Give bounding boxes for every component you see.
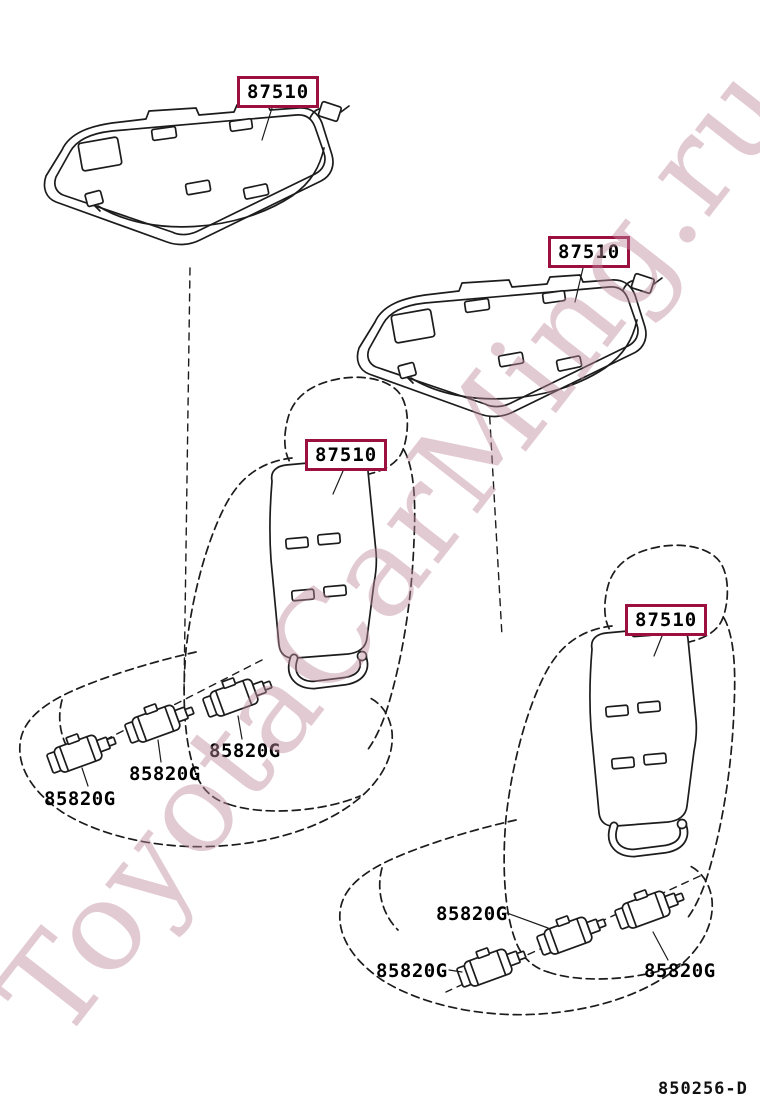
seat-switch-1 <box>42 721 121 778</box>
seat-switch-3 <box>198 665 277 722</box>
part-label-85820g-1[interactable]: 85820G <box>44 788 116 810</box>
leader-callout-4 <box>653 635 663 657</box>
part-label-85820g-3[interactable]: 85820G <box>209 740 281 762</box>
seat-switch-2 <box>120 691 199 748</box>
leader-callout-2 <box>574 267 584 303</box>
part-label-85820g-6[interactable]: 85820G <box>644 960 716 982</box>
leader-callout-1 <box>261 107 273 141</box>
cushion-heater-pad-left-art <box>43 100 350 246</box>
leader-switch-4 <box>448 969 463 973</box>
cushion-heater-pad-right-art <box>356 272 663 418</box>
part-callout-87510-4[interactable]: 87510 <box>625 604 708 636</box>
leader-switch-1 <box>81 767 89 787</box>
part-label-85820g-5[interactable]: 85820G <box>436 903 508 925</box>
seat-switch-5 <box>532 903 611 960</box>
leader-switch-6 <box>652 931 669 961</box>
leader-dashed-pad2-to-seat <box>488 403 503 637</box>
cushion-heater-pad-left <box>43 100 350 246</box>
seat-switch-3-art <box>198 665 277 722</box>
leader-switch-2 <box>157 739 162 763</box>
part-callout-87510-3[interactable]: 87510 <box>305 439 388 471</box>
leader-callout-3 <box>332 470 344 495</box>
part-callout-87510-1[interactable]: 87510 <box>237 76 320 108</box>
leader-switch-3 <box>237 715 243 740</box>
seat-switch-1-art <box>42 721 121 778</box>
cushion-heater-pad-right <box>356 272 663 418</box>
seat-switch-5-art <box>532 903 611 960</box>
diagram-code: 850256-D <box>658 1079 748 1099</box>
part-label-85820g-2[interactable]: 85820G <box>129 763 201 785</box>
part-label-85820g-4[interactable]: 85820G <box>376 960 448 982</box>
seat-switch-2-art <box>120 691 199 748</box>
leader-dashed-pad1-to-seat <box>183 267 191 691</box>
leader-switch-5 <box>506 912 549 929</box>
part-callout-87510-2[interactable]: 87510 <box>548 236 631 268</box>
